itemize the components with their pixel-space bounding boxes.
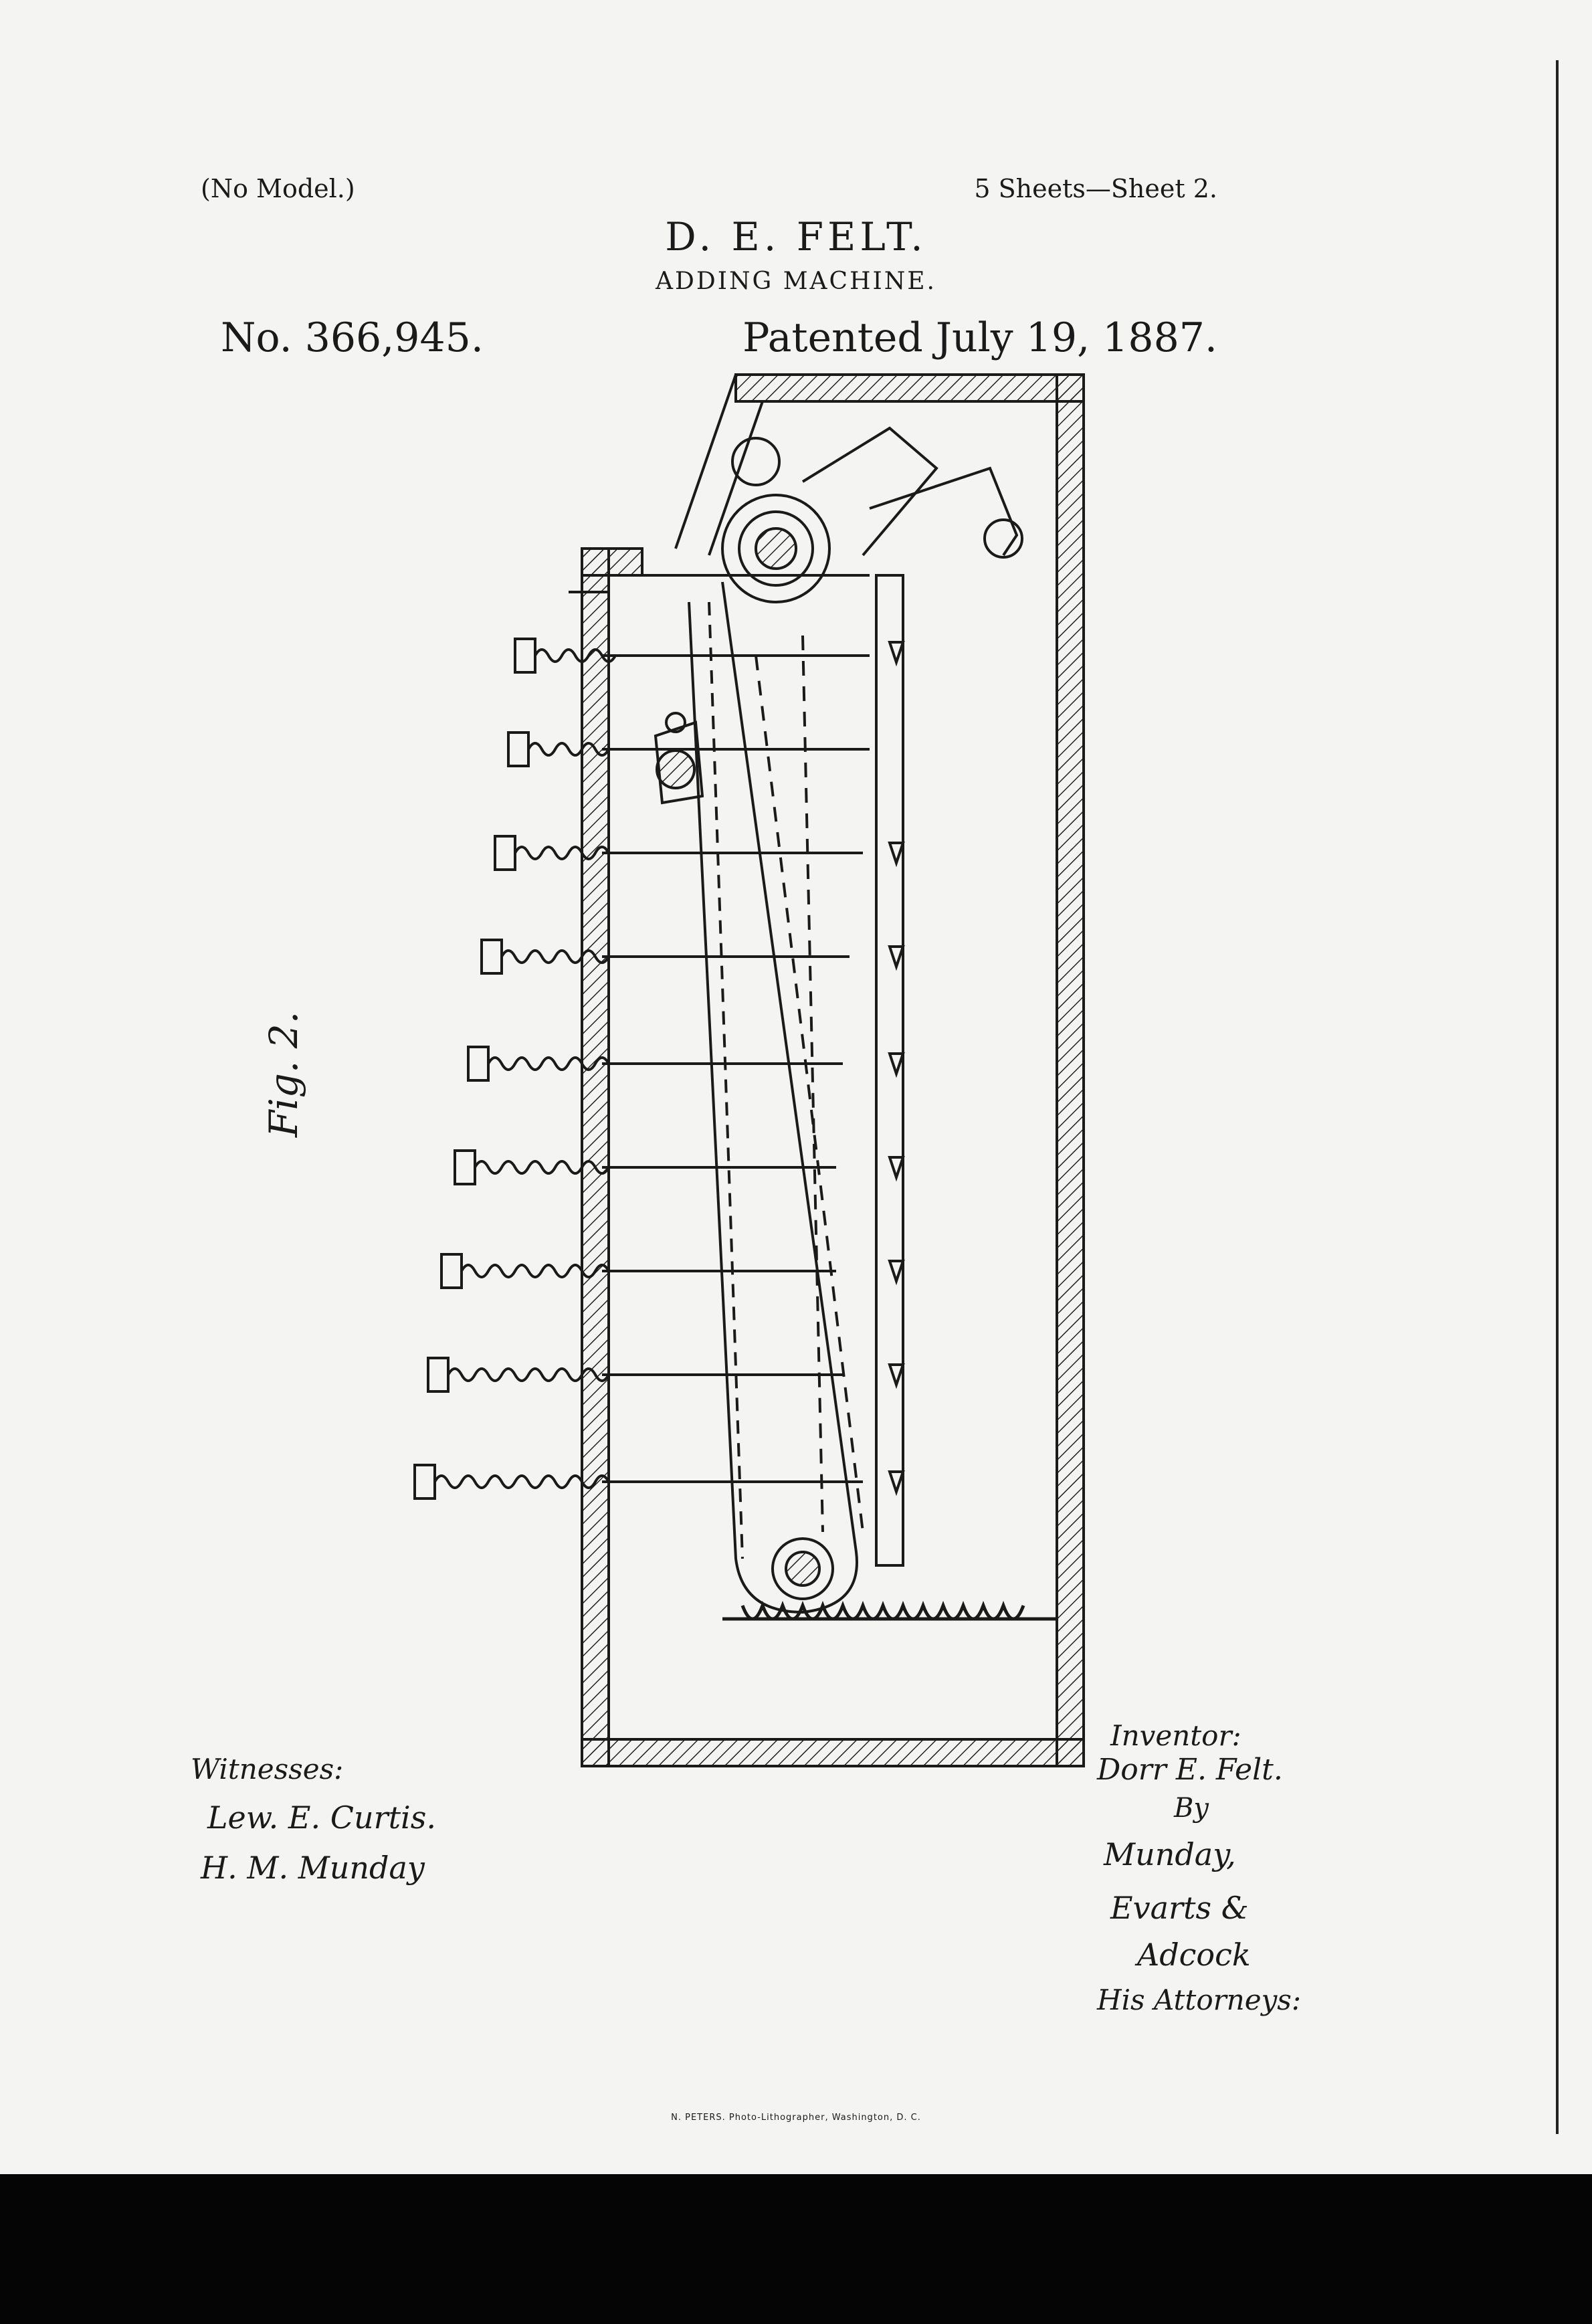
scan-border-bar [0, 2174, 1592, 2324]
scan-edge-line [1556, 60, 1559, 2134]
model-note: (No Model.) [201, 174, 355, 203]
attorney-line-1: Munday, [1104, 1836, 1236, 1872]
attorney-line-4: His Attorneys: [1097, 1983, 1302, 2016]
patent-date: Patented July 19, 1887. [742, 314, 1217, 361]
inventor-heading: Inventor: [1110, 1719, 1241, 1752]
witness-signature-1: Lew. E. Curtis. [207, 1800, 436, 1836]
printer-credit: N. PETERS. Photo-Lithographer, Washingto… [671, 2113, 921, 2123]
attorney-line-3: Adcock [1137, 1937, 1251, 1973]
figure-label: Fig. 2. [261, 1011, 306, 1137]
document-title: ADDING MACHINE. [656, 268, 936, 295]
by-label: By [1174, 1793, 1209, 1824]
patent-number: No. 366,945. [221, 314, 484, 361]
sheet-info: 5 Sheets—Sheet 2. [974, 174, 1217, 203]
inventor-signature: Dorr E. Felt. [1097, 1753, 1283, 1787]
attorney-line-2: Evarts & [1110, 1890, 1249, 1926]
inventor-header: D. E. FELT. [665, 214, 927, 260]
witness-signature-2: H. M. Munday [201, 1850, 425, 1886]
witnesses-heading: Witnesses: [191, 1753, 344, 1785]
